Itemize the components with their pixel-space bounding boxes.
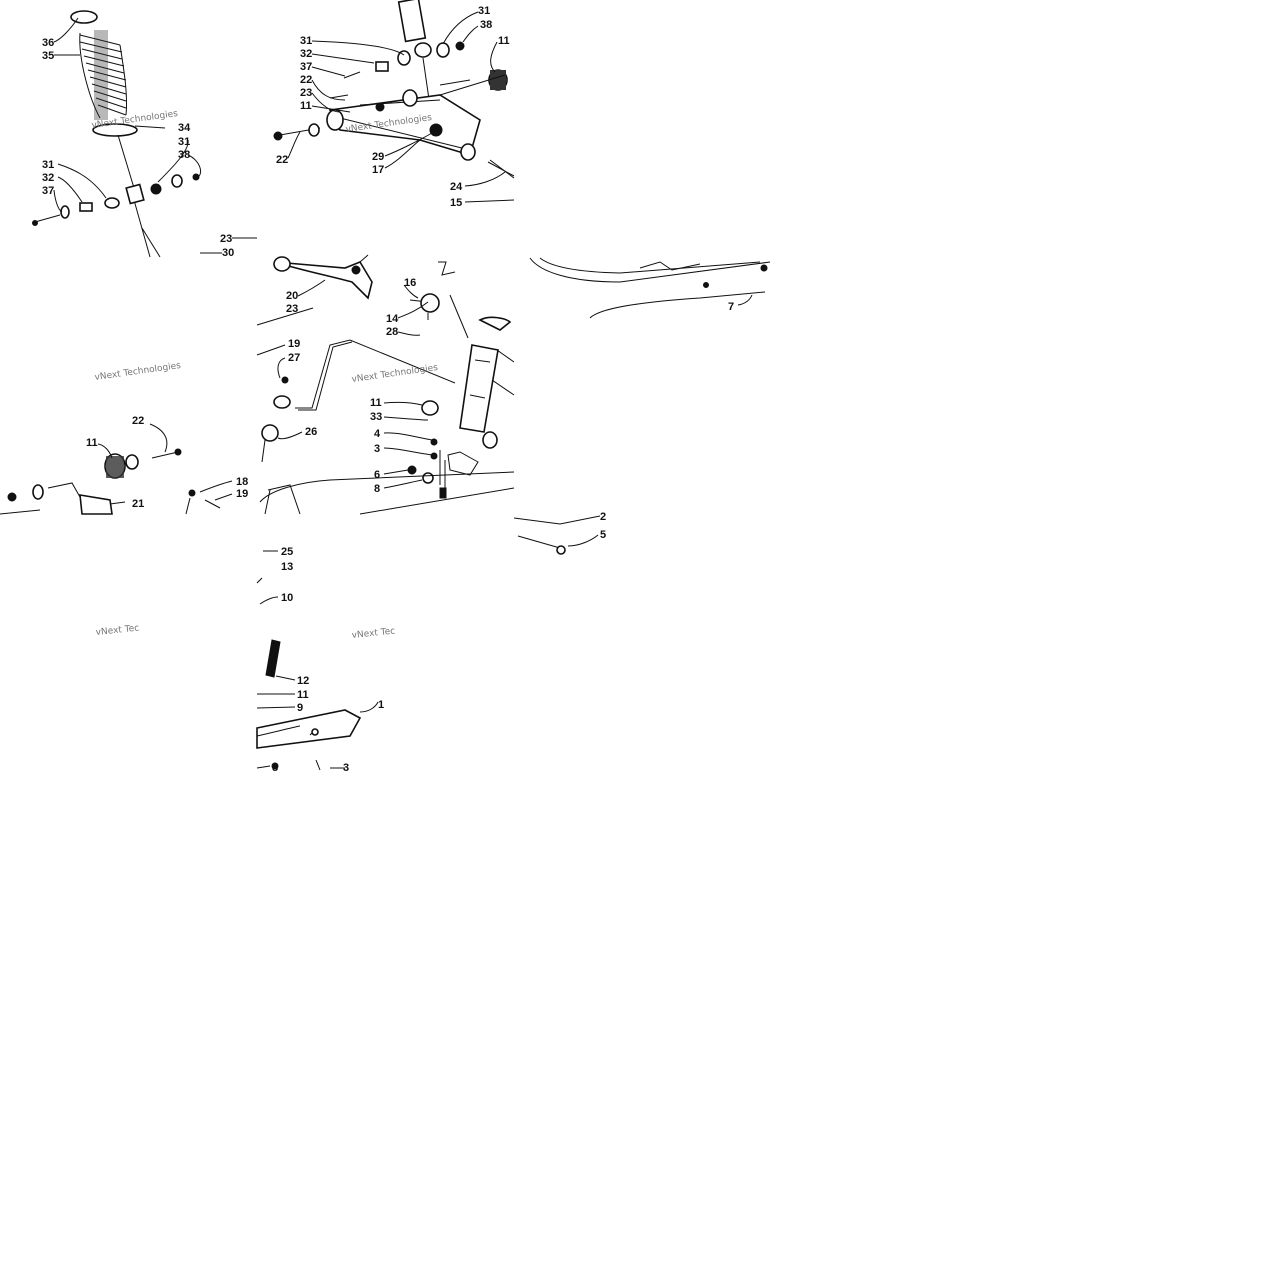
callout-21: 21 [132,498,144,510]
watermark: vNext Technologies [94,361,182,383]
callout-1: 1 [378,699,384,711]
callout-31: 31 [42,159,54,171]
sway-bar [295,339,456,409]
callout-16: 16 [404,277,416,289]
callout-11: 11 [297,689,309,701]
callout-31: 31 [478,5,490,17]
tile-ski-tip: 7 [529,257,771,319]
callout-23: 23 [286,303,298,315]
callout-28: 28 [386,326,398,338]
callout-3: 3 [374,443,380,455]
callout-19: 19 [288,338,300,350]
callout-36: 36 [42,37,54,49]
callout-27: 27 [288,352,300,364]
callout-32: 32 [300,48,312,60]
callout-3: 3 [343,762,349,774]
wear-bar [265,639,281,678]
callout-23: 23 [220,233,232,245]
callout-37: 37 [300,61,312,73]
callout-38: 38 [480,19,492,31]
watermark: vNext Tec [351,626,395,641]
tile-ski-runner: 25 13 10 12 11 9 1 8 3 [256,546,384,774]
callout-22: 22 [276,154,288,166]
ski-tip [529,257,771,319]
callout-18: 18 [236,476,248,488]
callout-26: 26 [305,426,317,438]
callout-24: 24 [450,181,463,193]
callout-8: 8 [272,762,278,774]
callout-2: 2 [600,511,606,523]
tile-spindle: 20 16 23 14 28 19 27 26 11 33 4 3 6 8 vN… [256,254,515,515]
spring-coil [79,30,128,120]
shock-rod [117,134,161,258]
callout-11: 11 [498,35,510,47]
watermark: vNext Tec [95,623,139,638]
tile-lower-arm: 22 11 21 18 19 vNext Technologies [0,361,248,515]
callout-11: 11 [86,437,98,449]
callout-30: 30 [222,247,234,259]
callout-6: 6 [374,469,380,481]
tile-spring-shock: 36 35 34 31 38 31 32 37 23 30 vNext Tech… [32,10,257,259]
callout-11: 11 [300,100,312,112]
callout-8: 8 [374,483,380,495]
callout-9: 9 [297,702,303,714]
callout-14: 14 [386,313,399,325]
callout-13: 13 [281,561,293,573]
callout-23: 23 [300,87,312,99]
callout-38: 38 [178,149,190,161]
callout-5: 5 [600,529,606,541]
callout-37: 37 [42,185,54,197]
callout-32: 32 [42,172,54,184]
callout-7: 7 [728,301,734,313]
spring-seat [92,123,138,137]
callout-22: 22 [300,74,312,86]
spindle [459,344,499,433]
tile-bolt: 2 5 [513,511,606,555]
callout-31: 31 [300,35,312,47]
callout-4: 4 [374,428,381,440]
spring-cap [70,10,98,24]
callout-10: 10 [281,592,293,604]
callout-20: 20 [286,290,298,302]
tile-a-arm: 31 38 11 31 32 37 22 23 11 22 29 17 24 1… [273,0,515,209]
callout-17: 17 [372,164,384,176]
callout-29: 29 [372,151,384,163]
ski-body [256,709,362,749]
callout-25: 25 [281,546,293,558]
callout-11: 11 [370,397,382,409]
callout-31: 31 [178,136,190,148]
callout-19: 19 [236,488,248,500]
callout-35: 35 [42,50,54,62]
callout-22: 22 [132,415,144,427]
callout-33: 33 [370,411,382,423]
callout-34: 34 [178,122,191,134]
watermark: vNext Technologies [351,363,439,385]
callout-12: 12 [297,675,309,687]
callout-15: 15 [450,197,462,209]
